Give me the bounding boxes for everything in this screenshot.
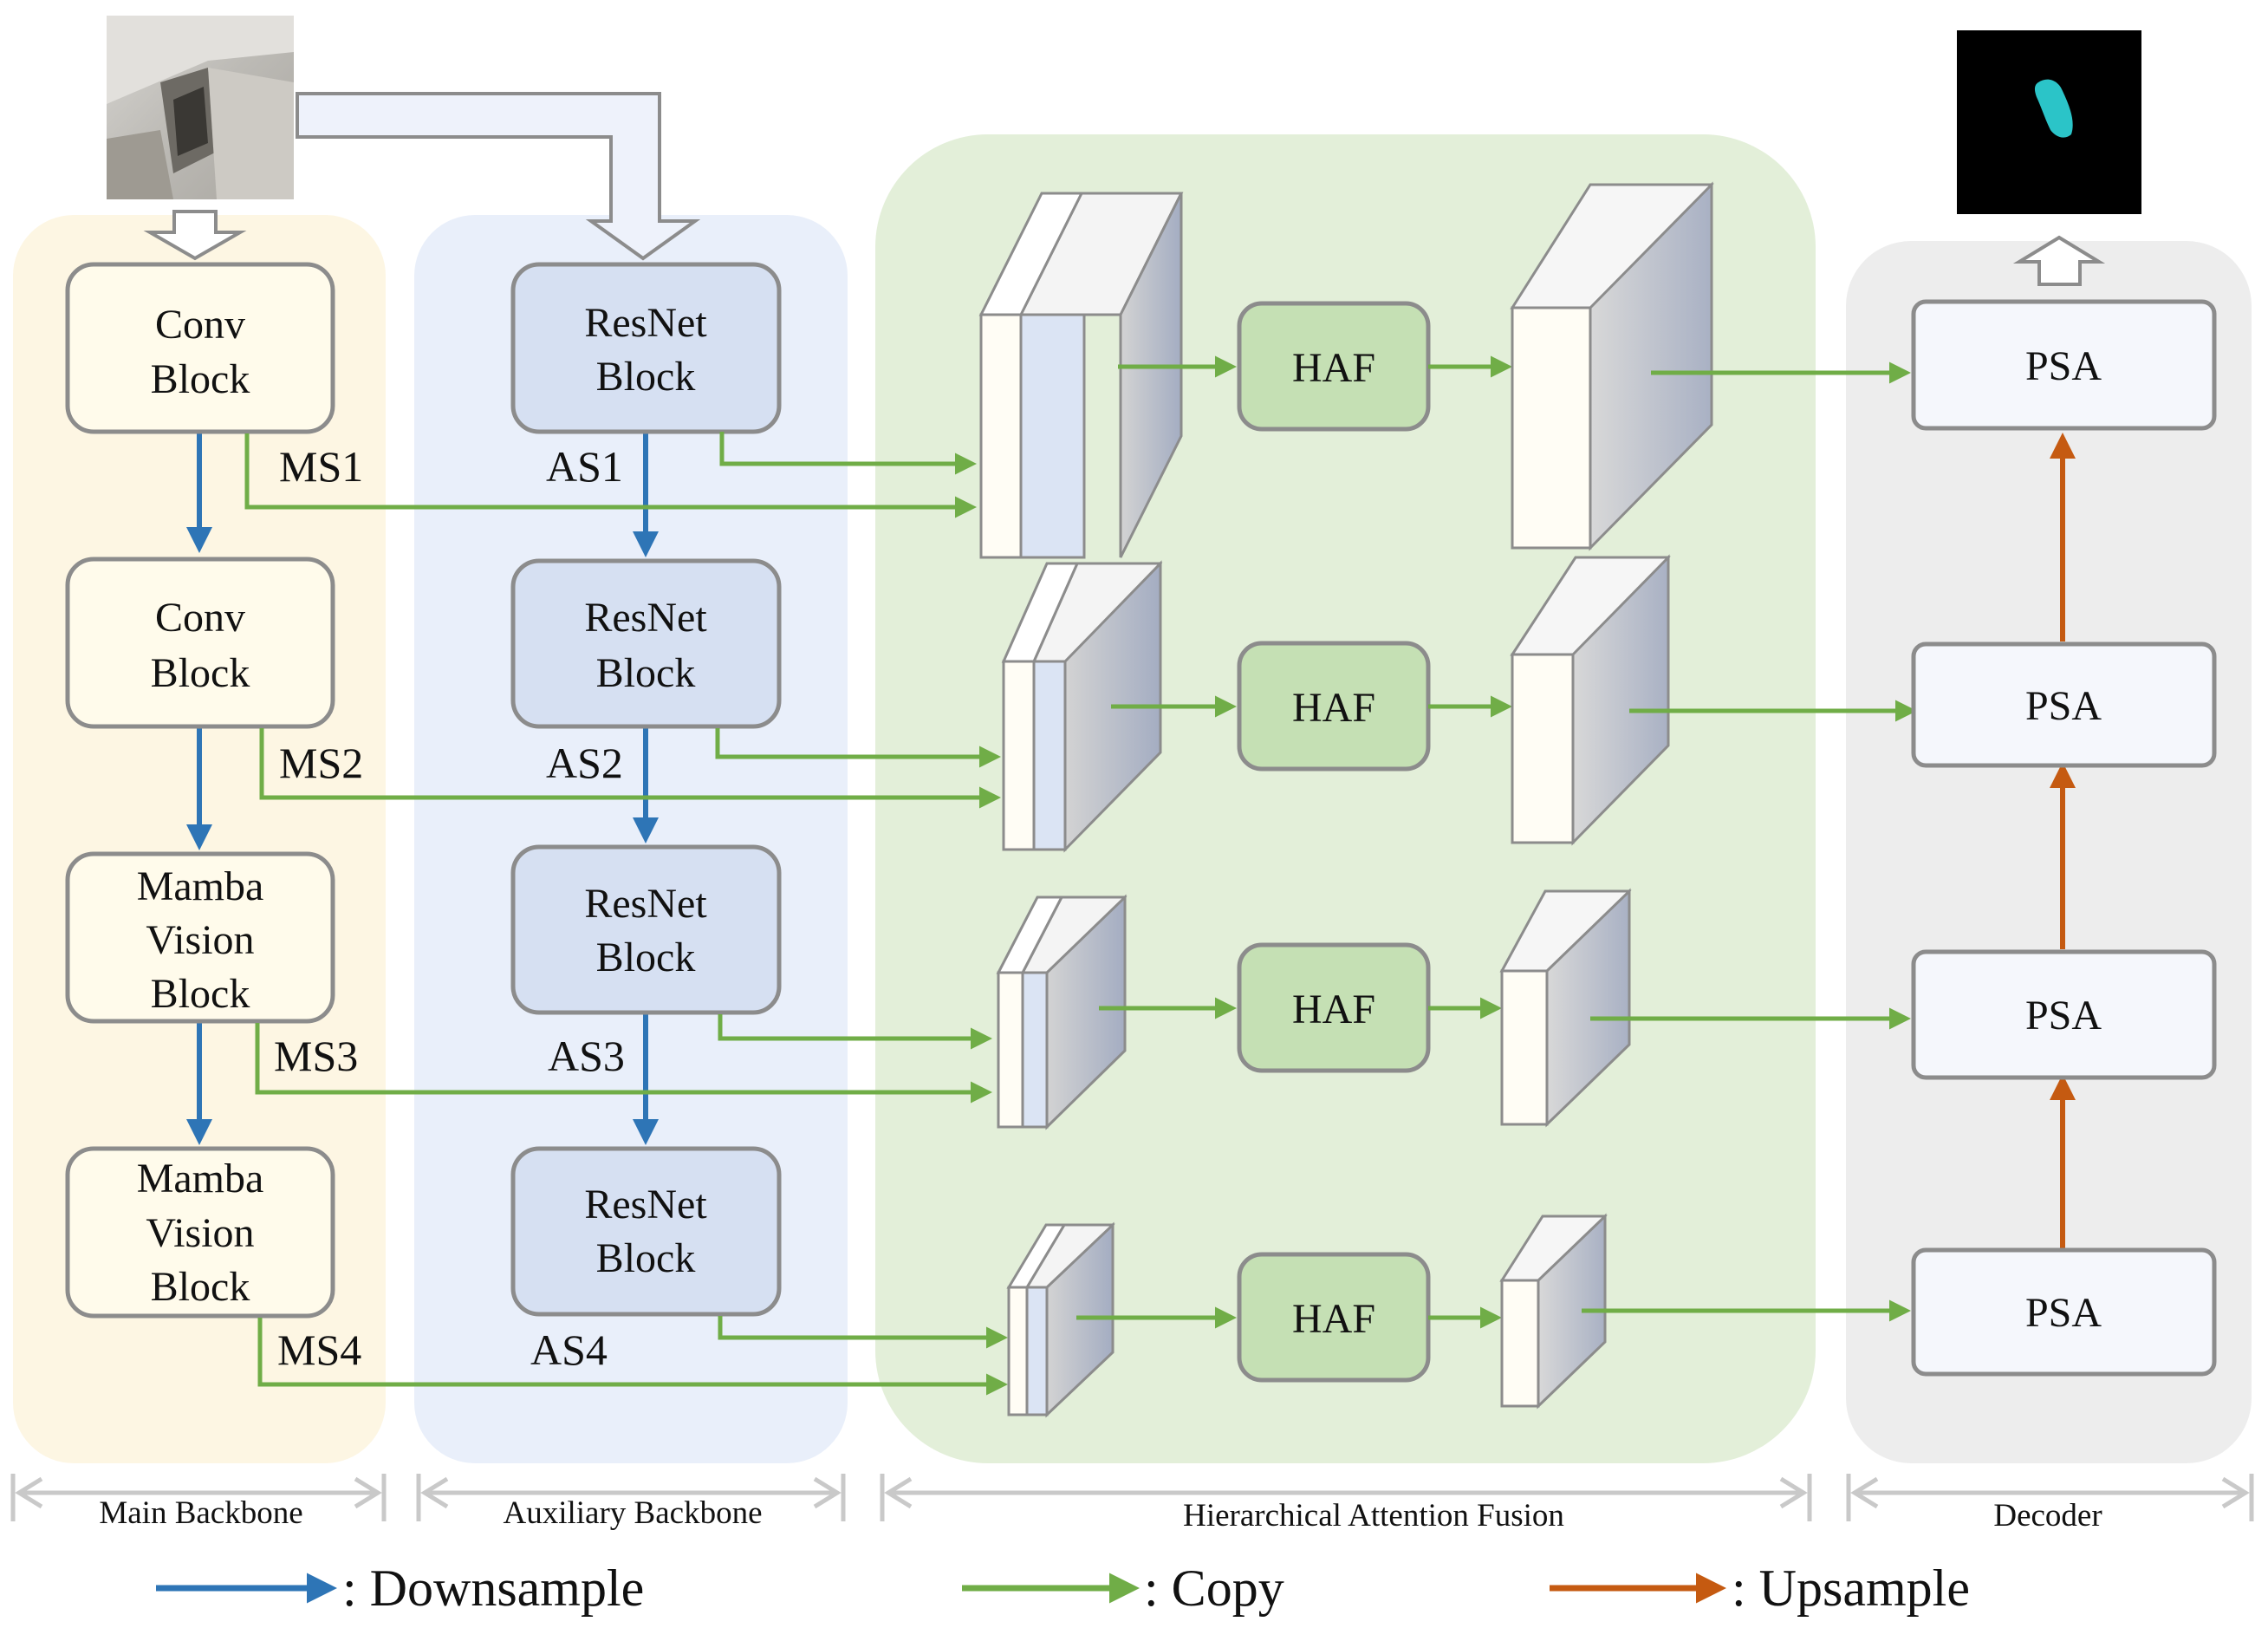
as3-label: AS3 bbox=[548, 1032, 625, 1080]
aux-block-1: ResNet Block bbox=[510, 262, 782, 434]
haf-block-1-label: HAF bbox=[1292, 345, 1375, 391]
segmentation-mask-icon bbox=[1957, 30, 2141, 214]
haf-section-label: Hierarchical Attention Fusion bbox=[1183, 1498, 1564, 1534]
section-brackets bbox=[10, 1474, 2254, 1521]
main-block-3-line-2: Vision bbox=[146, 917, 254, 963]
aux-block-3-line-2: Block bbox=[596, 934, 696, 980]
as2-label: AS2 bbox=[546, 739, 623, 787]
main-block-4-line-3: Block bbox=[151, 1264, 250, 1310]
haf-block-4-label: HAF bbox=[1292, 1296, 1375, 1342]
main-block-4-line-1: Mamba bbox=[137, 1156, 264, 1201]
main-block-2: Conv Block bbox=[65, 557, 335, 729]
haf-block-2: HAF bbox=[1237, 641, 1431, 772]
haf-block-3-label: HAF bbox=[1292, 987, 1375, 1032]
main-block-4: Mamba Vision Block bbox=[65, 1146, 335, 1319]
ms3-label: MS3 bbox=[274, 1032, 358, 1080]
fused-feature-2 bbox=[1510, 554, 1671, 846]
fused-feature-1 bbox=[1510, 181, 1714, 551]
main-block-3-line-3: Block bbox=[151, 971, 250, 1017]
main-block-2-line-1: Conv bbox=[155, 595, 245, 641]
decoder-label: Decoder bbox=[1993, 1498, 2102, 1534]
haf-block-2-label: HAF bbox=[1292, 685, 1375, 731]
copy-connections bbox=[244, 432, 1008, 1396]
aux-block-2: ResNet Block bbox=[510, 558, 782, 729]
aux-block-3-line-1: ResNet bbox=[584, 881, 707, 927]
aux-block-1-line-1: ResNet bbox=[584, 300, 707, 346]
legend-downsample-label: : Downsample bbox=[342, 1560, 644, 1617]
main-backbone-label: Main Backbone bbox=[99, 1495, 302, 1531]
psa-block-2: PSA bbox=[1911, 641, 2217, 768]
aux-block-1-line-2: Block bbox=[596, 354, 696, 400]
as4-label: AS4 bbox=[530, 1325, 608, 1374]
input-photo-icon bbox=[107, 16, 294, 199]
ms4-label: MS4 bbox=[277, 1325, 361, 1374]
fused-feature-3 bbox=[1499, 888, 1632, 1128]
decoder-panel bbox=[1846, 241, 2252, 1463]
psa-block-4: PSA bbox=[1911, 1247, 2217, 1377]
aux-block-3: ResNet Block bbox=[510, 844, 782, 1015]
haf-block-3: HAF bbox=[1237, 942, 1431, 1073]
aux-block-4-line-1: ResNet bbox=[584, 1182, 707, 1228]
main-block-4-line-2: Vision bbox=[146, 1210, 254, 1256]
psa-block-2-label: PSA bbox=[2025, 683, 2102, 729]
concat-to-haf-arrows bbox=[1076, 355, 1237, 1329]
main-block-1: Conv Block bbox=[65, 262, 335, 434]
legend-copy-label: : Copy bbox=[1144, 1560, 1284, 1617]
aux-block-4: ResNet Block bbox=[510, 1146, 782, 1317]
haf-block-4: HAF bbox=[1237, 1252, 1431, 1383]
haf-block-1: HAF bbox=[1237, 301, 1431, 432]
main-block-1-line-1: Conv bbox=[155, 302, 245, 348]
psa-block-3-label: PSA bbox=[2025, 993, 2102, 1039]
psa-block-1: PSA bbox=[1911, 299, 2217, 431]
aux-block-2-line-1: ResNet bbox=[584, 595, 707, 641]
main-block-3: Mamba Vision Block bbox=[65, 851, 335, 1024]
aux-block-4-line-2: Block bbox=[596, 1235, 696, 1281]
concat-feature-2 bbox=[1001, 560, 1163, 853]
fused-to-psa-arrows bbox=[1582, 361, 1917, 1322]
fused-feature-4 bbox=[1499, 1213, 1608, 1410]
main-block-3-line-1: Mamba bbox=[137, 863, 264, 909]
haf-to-fused-arrows bbox=[1428, 355, 1512, 1329]
ms1-label: MS1 bbox=[279, 442, 363, 491]
ms2-label: MS2 bbox=[279, 739, 363, 787]
concat-feature-1 bbox=[978, 192, 1184, 559]
main-block-1-line-2: Block bbox=[151, 356, 250, 402]
input-to-main-arrow bbox=[143, 210, 247, 261]
psa-block-1-label: PSA bbox=[2025, 343, 2102, 389]
decoder-to-output-arrow bbox=[2012, 235, 2106, 286]
main-block-2-line-2: Block bbox=[151, 650, 250, 696]
auxiliary-backbone-label: Auxiliary Backbone bbox=[504, 1495, 763, 1531]
psa-block-4-label: PSA bbox=[2025, 1290, 2102, 1336]
concat-feature-3 bbox=[996, 894, 1128, 1130]
input-to-aux-arrow bbox=[296, 92, 701, 261]
legend-upsample-label: : Upsample bbox=[1732, 1560, 1970, 1617]
psa-block-3: PSA bbox=[1911, 949, 2217, 1080]
legend: : Downsample : Copy : Upsample bbox=[156, 1560, 1970, 1617]
as1-label: AS1 bbox=[546, 442, 623, 491]
aux-block-2-line-2: Block bbox=[596, 650, 696, 696]
